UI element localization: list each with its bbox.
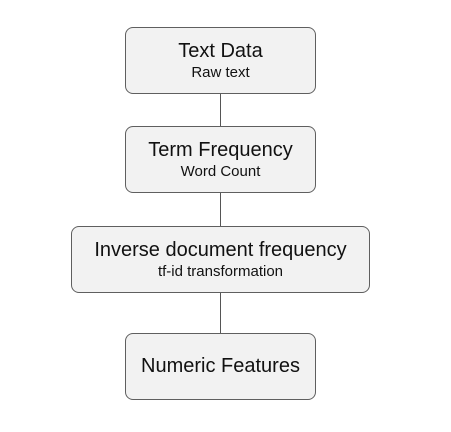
inverse-document-frequency-node: Inverse document frequency tf-id transfo… — [71, 226, 370, 293]
connector-line-2 — [220, 192, 221, 226]
node-title: Inverse document frequency — [94, 238, 347, 261]
connector-line-3 — [220, 292, 221, 333]
node-title: Numeric Features — [141, 355, 300, 377]
node-title: Term Frequency — [148, 138, 293, 161]
numeric-features-node: Numeric Features — [125, 333, 316, 400]
term-frequency-node: Term Frequency Word Count — [125, 126, 316, 193]
connector-line-1 — [220, 93, 221, 126]
node-subtitle: Raw text — [191, 63, 250, 81]
node-subtitle: Word Count — [180, 162, 261, 180]
node-subtitle: tf-id transformation — [157, 262, 284, 280]
node-title: Text Data — [178, 39, 263, 62]
text-data-node: Text Data Raw text — [125, 27, 316, 94]
